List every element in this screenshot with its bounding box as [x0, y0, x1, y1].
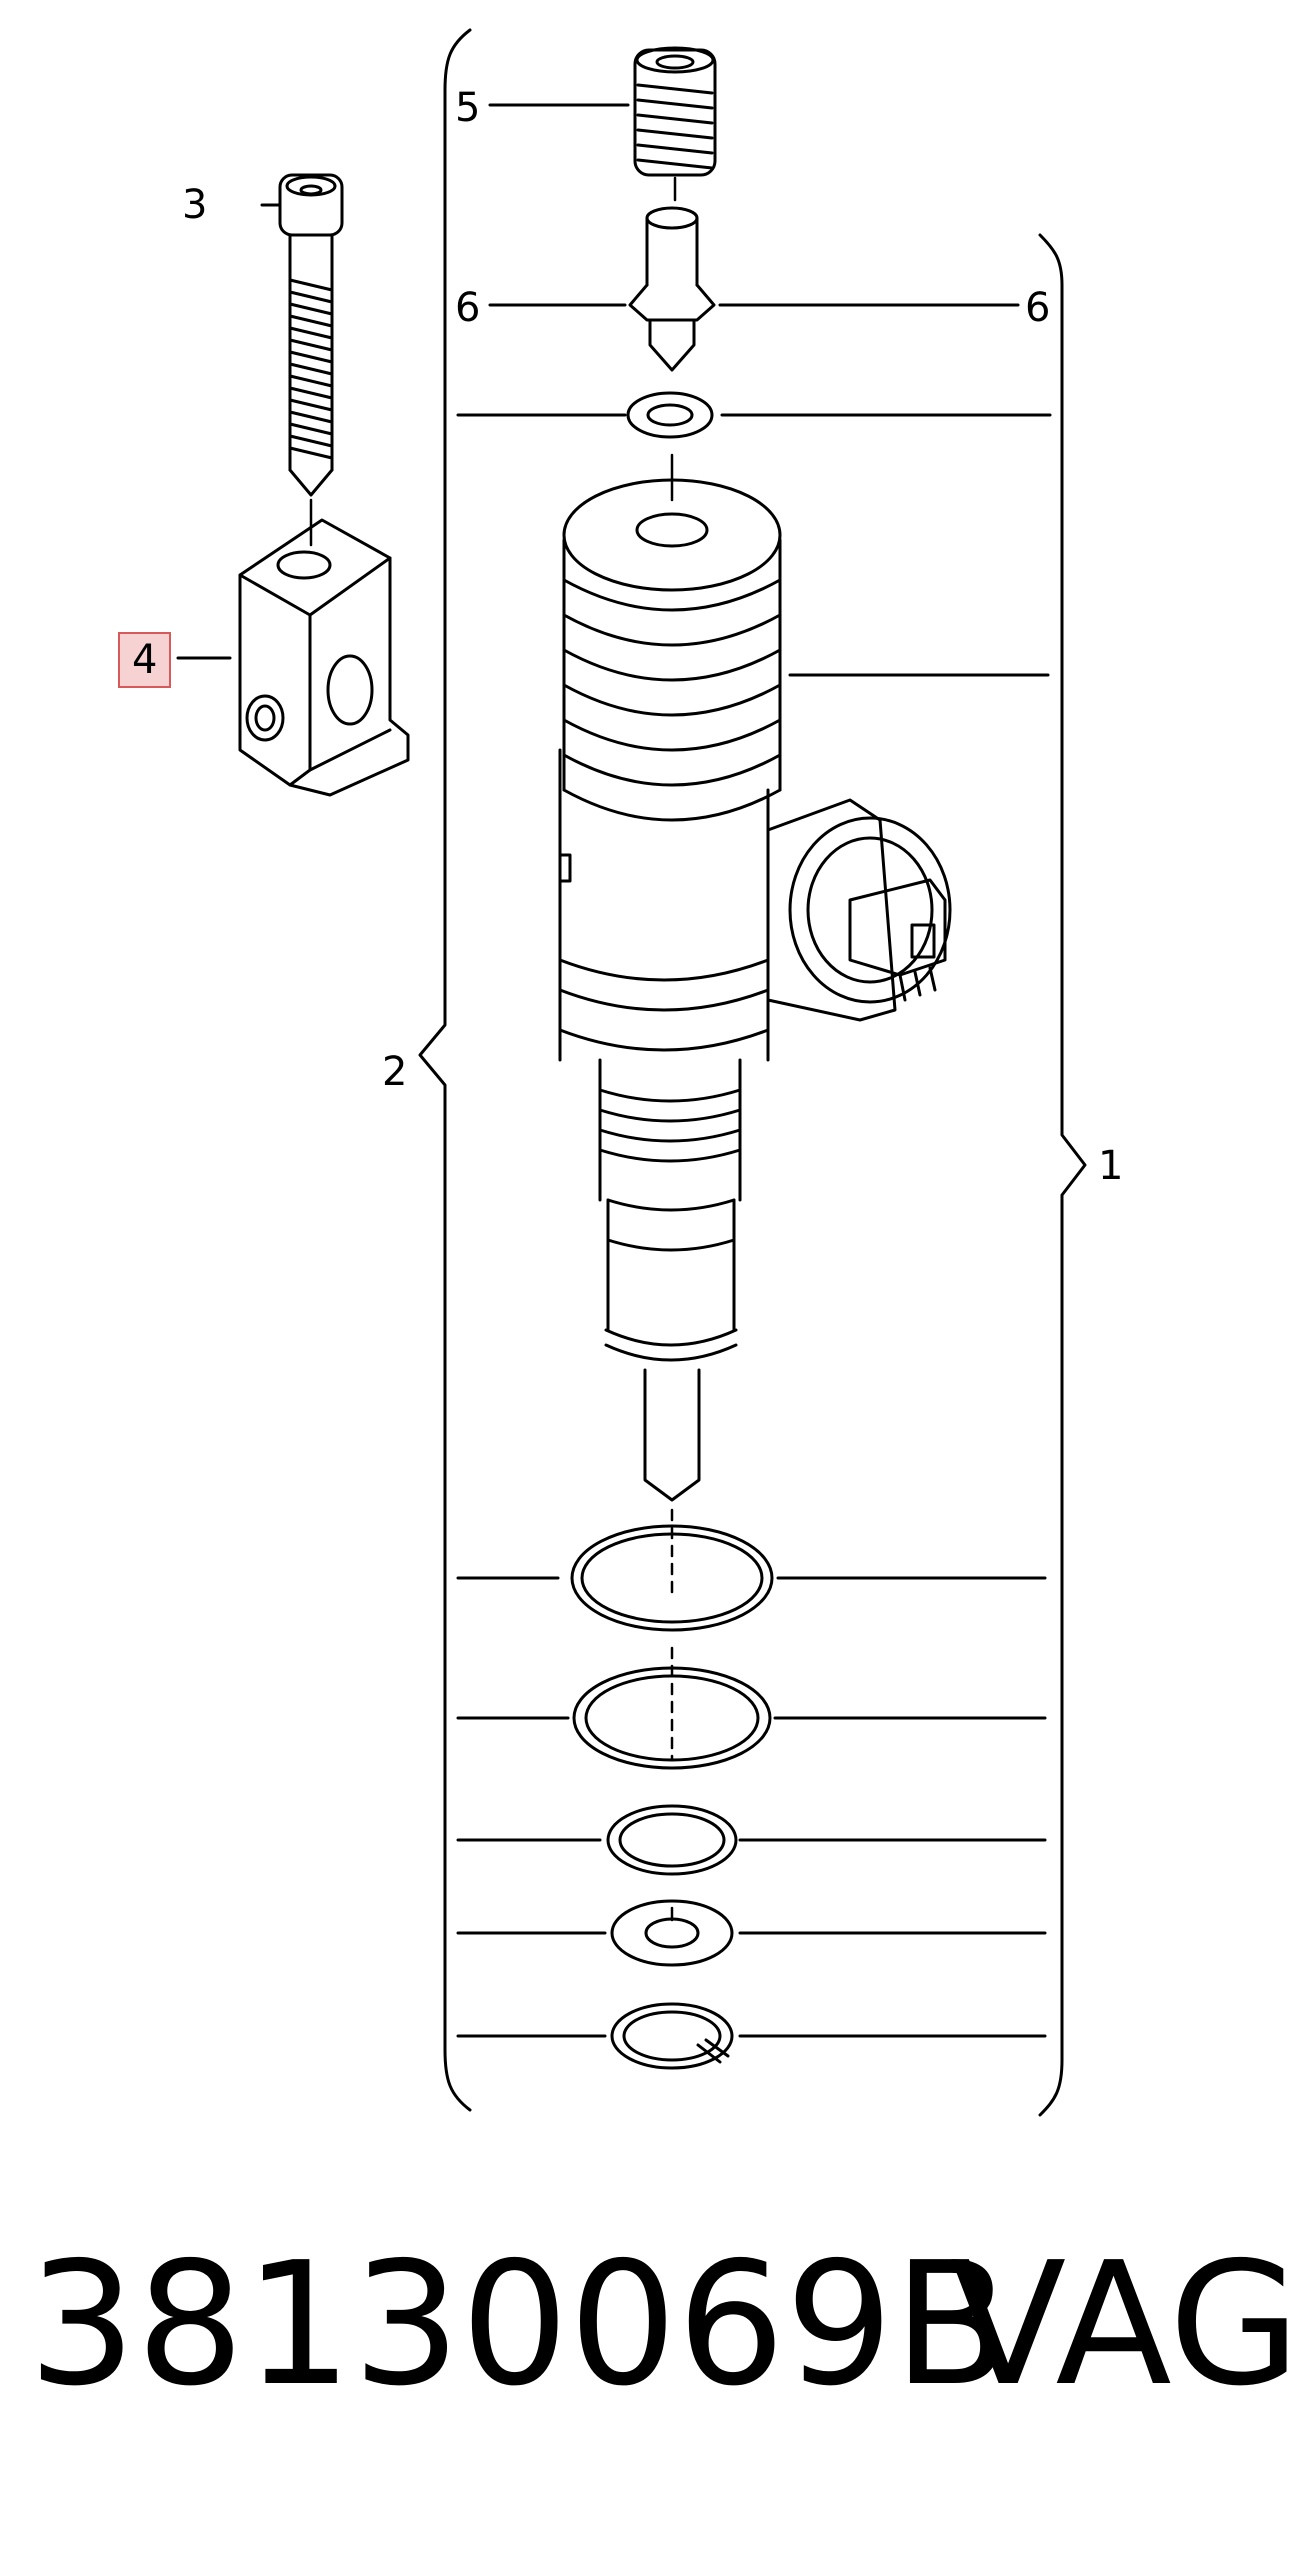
- brand-label: VAG: [950, 2226, 1301, 2424]
- screw-3: [260, 173, 344, 547]
- seal-ring-3: [456, 1804, 1047, 1876]
- bracket-1: [1038, 233, 1087, 2117]
- callout-2: 2: [382, 1049, 408, 1095]
- injector-body: [558, 478, 782, 1502]
- o-ring-1: [456, 1508, 1047, 1632]
- callout-3: 3: [182, 182, 208, 228]
- part-number: 38130069B: [28, 2226, 1010, 2424]
- pin-6: [488, 206, 1020, 372]
- callout-6-left: 6: [455, 285, 481, 331]
- callout-4-highlighted[interactable]: 4: [118, 632, 172, 688]
- bracket-2: [418, 28, 472, 2112]
- washer: [456, 1899, 1047, 1967]
- callout-6-right: 6: [1025, 285, 1051, 331]
- callout-1: 1: [1098, 1143, 1124, 1189]
- bolt-5: [488, 46, 717, 202]
- connector: [766, 798, 952, 1022]
- heat-shield-ring: [456, 2002, 1047, 2070]
- clamp-block-4: [176, 518, 410, 797]
- callout-5: 5: [455, 85, 481, 131]
- o-ring-2: [456, 1646, 1047, 1770]
- top-seal: [456, 391, 1052, 439]
